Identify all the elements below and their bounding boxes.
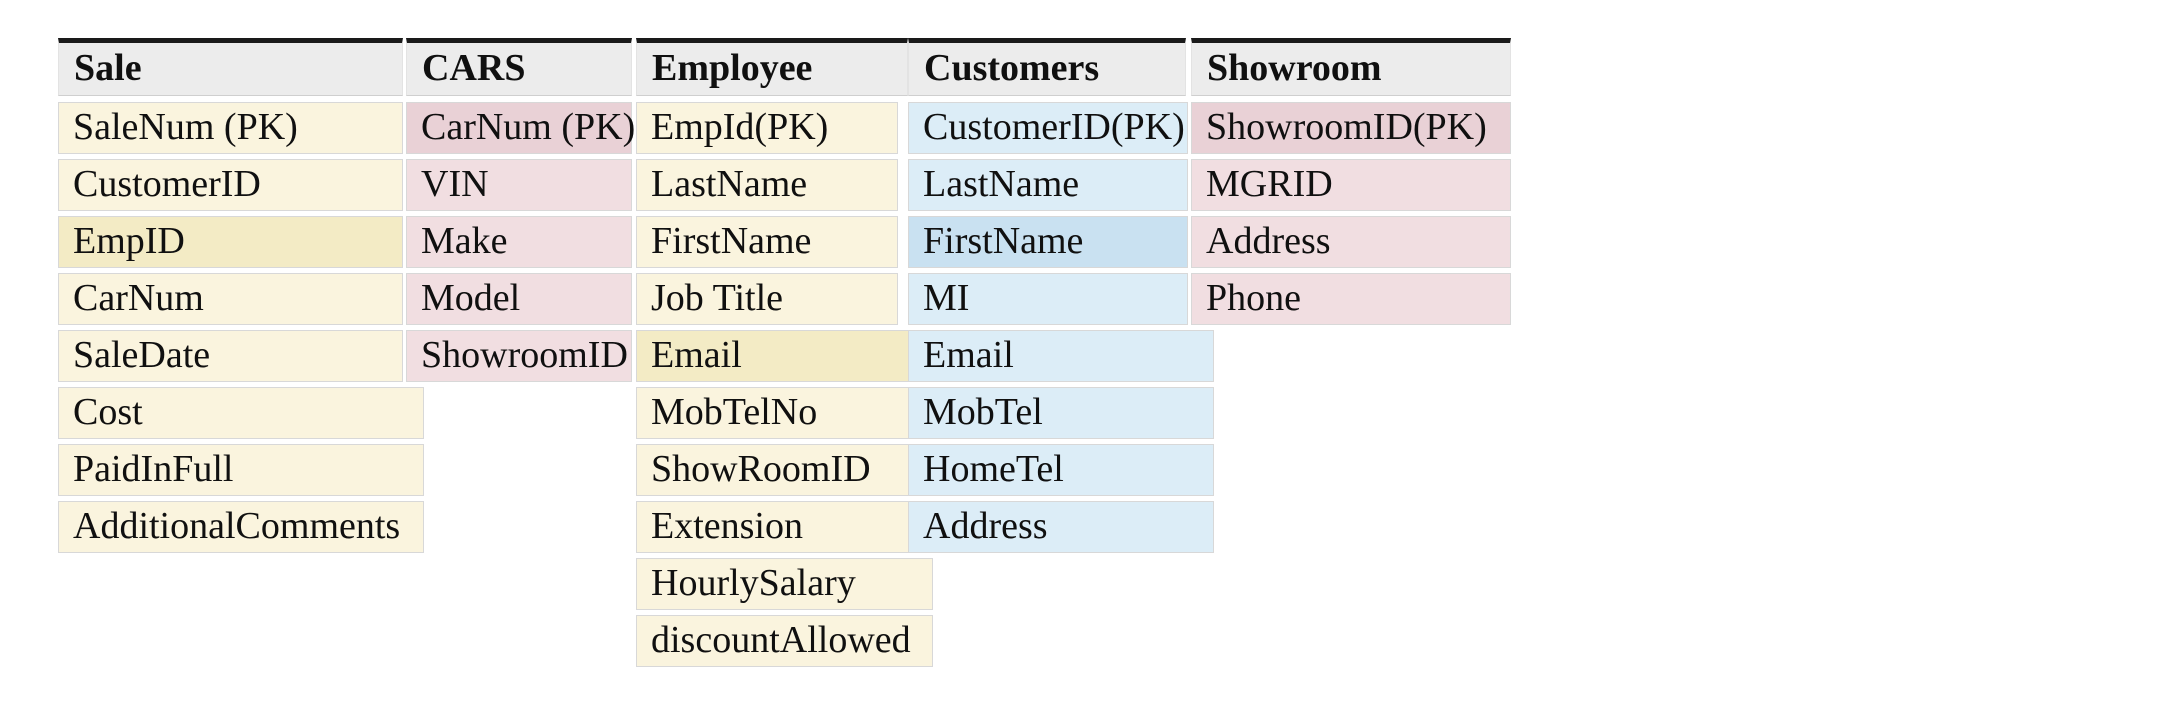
table-title-showroom: Showroom	[1191, 38, 1511, 96]
field-model: Model	[406, 273, 632, 325]
field-carnum: CarNum	[58, 273, 403, 325]
field-lastname: LastName	[636, 159, 898, 211]
field-showroomid: ShowroomID	[406, 330, 632, 382]
field-saledate: SaleDate	[58, 330, 403, 382]
field-address: Address	[1191, 216, 1511, 268]
field-empid: EmpID	[58, 216, 403, 268]
field-job-title: Job Title	[636, 273, 898, 325]
field-mobtelno: MobTelNo	[636, 387, 909, 439]
field-mi: MI	[908, 273, 1188, 325]
field-phone: Phone	[1191, 273, 1511, 325]
field-email: Email	[908, 330, 1214, 382]
field-showroomid-pk: ShowroomID(PK)	[1191, 102, 1511, 154]
field-mobtel: MobTel	[908, 387, 1214, 439]
field-customerid-pk: CustomerID(PK)	[908, 102, 1188, 154]
field-showroomid: ShowRoomID	[636, 444, 909, 496]
field-cost: Cost	[58, 387, 424, 439]
field-extension: Extension	[636, 501, 909, 553]
field-customerid: CustomerID	[58, 159, 403, 211]
field-make: Make	[406, 216, 632, 268]
table-title-customers: Customers	[908, 38, 1186, 96]
table-title-employee: Employee	[636, 38, 908, 96]
field-discountallowed: discountAllowed	[636, 615, 933, 667]
field-vin: VIN	[406, 159, 632, 211]
table-title-cars: CARS	[406, 38, 632, 96]
field-hourlysalary: HourlySalary	[636, 558, 933, 610]
field-additionalcomments: AdditionalComments	[58, 501, 424, 553]
field-email: Email	[636, 330, 909, 382]
field-address: Address	[908, 501, 1214, 553]
field-lastname: LastName	[908, 159, 1188, 211]
field-empid-pk: EmpId(PK)	[636, 102, 898, 154]
field-mgrid: MGRID	[1191, 159, 1511, 211]
table-title-sale: Sale	[58, 38, 403, 96]
field-salenum-pk: SaleNum (PK)	[58, 102, 403, 154]
field-paidinfull: PaidInFull	[58, 444, 424, 496]
field-carnum-pk: CarNum (PK)	[406, 102, 635, 154]
field-hometel: HomeTel	[908, 444, 1214, 496]
field-firstname: FirstName	[636, 216, 898, 268]
field-firstname: FirstName	[908, 216, 1188, 268]
